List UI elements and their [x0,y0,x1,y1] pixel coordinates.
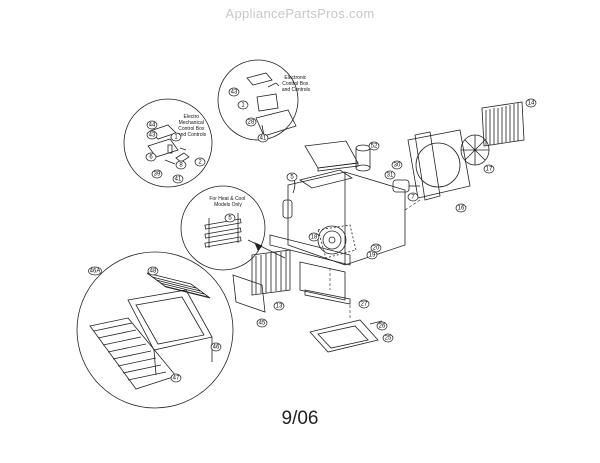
part-number-p19: 19 [369,252,376,258]
part-number-p20: 20 [373,245,380,251]
part-number-bubble [172,174,184,184]
watermark: AppliancePartsPros.com [225,6,375,21]
part-number-bubble [391,160,403,170]
part-number-p17: 17 [486,166,493,172]
svg-text:Electro Mechanical Con: Electro Mechanical Control Box and Contr… [178,114,207,138]
svg-text:Electronic Control Box: Electronic Control Box and Controls [282,75,311,93]
part-number-p30: 30 [394,162,401,168]
bracket-part [304,289,351,305]
part-number-bubble [308,232,320,242]
part-number-bubble [146,130,158,140]
part-number-p48: 48 [150,268,157,274]
svg-text:For Heat & Cool Models Onl: For Heat & Cool Models Only [209,196,246,208]
part-number-p41: 41 [175,176,182,182]
electronic-control-callout-circle [217,59,299,141]
part-number-p5: 5 [228,215,232,221]
part-number-bubble [366,250,378,260]
part-number-p6: 6 [149,154,153,160]
part-number-p7: 7 [411,194,415,200]
part-number-bubble [368,141,380,151]
part-number-bubble [525,98,537,108]
part-number-p26: 26 [379,323,386,329]
part-number-p27: 27 [361,301,368,307]
heat-cool-callout-circle [180,185,266,271]
part-number-bubble [483,164,495,174]
part-number-p31: 31 [387,172,394,178]
part-number-p1: 1 [241,102,245,108]
part-number-bubble [170,373,182,383]
part-number-bubble [224,213,236,223]
part-number-bubble [245,117,257,127]
part-number-bubble [145,152,157,162]
part-number-bubble [170,132,182,142]
revision-date: 9/06 [281,408,319,429]
part-number-p1: 1 [174,134,178,140]
drain-pan-part [309,319,379,353]
control-cover-part [246,72,273,86]
part-number-bubble [286,172,298,182]
part-number-p47: 47 [173,375,180,381]
part-number-p16: 16 [458,205,465,211]
part-number-p45: 45 [259,320,266,326]
part-number-p44: 44 [149,122,156,128]
part-number-bubble [382,333,394,343]
part-number-p41: 41 [260,135,267,141]
part-number-bubble [256,318,268,328]
electro-mech-callout-circle [123,98,213,188]
part-number-bubble [237,100,249,110]
part-number-bubble [370,243,382,253]
part-number-p39: 39 [154,171,161,177]
part-number-bubble [210,342,222,352]
filter-sheet-part [232,274,266,313]
part-number-bubble [358,299,370,309]
part-number-p43: 43 [149,132,156,138]
part-number-bubble [194,157,206,167]
front-grille-part [89,317,177,390]
condenser-coil-part [481,101,525,147]
part-number-p43: 43 [231,89,238,95]
control-board-part [256,93,279,112]
part-number-bubble [273,301,285,311]
part-number-p46a: 46A [90,268,101,274]
air-filter-part [146,272,211,299]
part-number-bubble [257,133,269,143]
part-number-bubble [384,170,396,180]
part-number-p8: 8 [179,162,183,168]
shroud-opening [415,142,461,188]
shroud-part [407,129,471,199]
capacitor-part [282,199,293,219]
part-number-p18: 18 [311,234,318,240]
control-box-part [255,109,297,137]
part-number-p5: 5 [290,174,294,180]
part-number-bubble [228,87,240,97]
part-number-p2: 2 [198,159,202,165]
part-number-p14: 14 [528,100,535,106]
part-number-bubble [455,203,467,213]
chassis-part [287,171,406,266]
part-number-bubble [146,120,158,130]
part-number-bubble [88,266,102,276]
part-number-p46: 46 [213,344,220,350]
part-number-bubble [376,321,388,331]
part-number-p28: 28 [248,119,255,125]
fan-motor-part [392,179,410,193]
part-number-bubble [175,160,187,170]
blower-wheel-part [317,225,347,255]
part-number-bubble [407,192,419,202]
part-number-bubble [147,266,159,276]
part-number-p13: 13 [276,303,283,309]
part-number-bubble [151,169,163,179]
part-number-p52: 52 [371,143,378,149]
part-number-p25: 25 [385,335,392,341]
front-grille-callout-circle [76,251,234,409]
